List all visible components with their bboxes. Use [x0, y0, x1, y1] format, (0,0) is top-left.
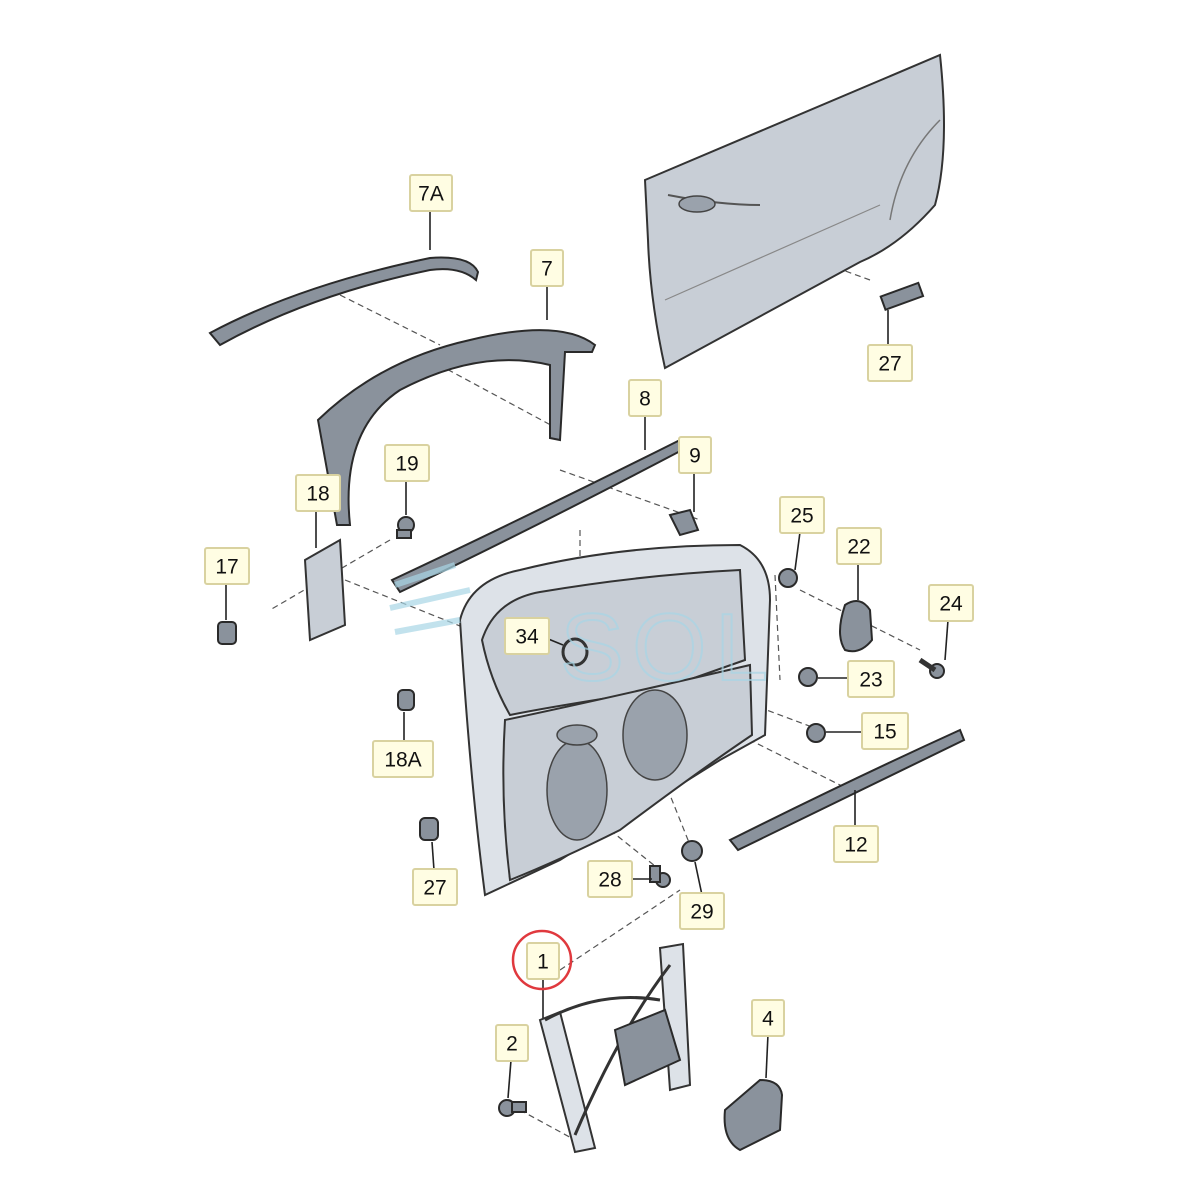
svg-text:2: 2 [506, 1033, 518, 1056]
callout-27-top: 27 [867, 344, 913, 382]
svg-text:7A: 7A [418, 183, 444, 206]
svg-text:34: 34 [515, 626, 539, 649]
svg-text:7: 7 [541, 258, 553, 281]
grommet-25 [778, 568, 798, 588]
pillar-trim-18 [303, 538, 347, 642]
svg-text:19: 19 [395, 453, 418, 476]
regulator-motor-4 [723, 1078, 784, 1152]
door-outer-panel [643, 53, 945, 370]
leader-lines [225, 212, 949, 1099]
callout-34: 34 [504, 617, 550, 655]
svg-text:12: 12 [844, 834, 867, 857]
callout-29: 29 [679, 892, 725, 930]
callout-18: 18 [295, 474, 341, 512]
highlight-circle [511, 929, 573, 991]
callout-27-bottom: 27 [412, 868, 458, 906]
trim-piece-27-top [879, 281, 925, 312]
callout-12: 12 [833, 825, 879, 863]
svg-text:28: 28 [598, 869, 621, 892]
svg-text:4: 4 [762, 1008, 774, 1031]
lower-seal-strip-12 [728, 728, 966, 852]
callout-7: 7 [530, 249, 564, 287]
callout-7a: 7A [409, 174, 453, 212]
svg-text:18: 18 [306, 483, 329, 506]
callout-1: 1 [526, 942, 560, 980]
window-trim-strip-7a [208, 256, 480, 347]
svg-text:17: 17 [215, 556, 238, 579]
svg-text:29: 29 [690, 901, 713, 924]
window-frame-seal-7 [316, 329, 597, 526]
watermark: SOL [389, 562, 776, 702]
window-regulator-1 [538, 942, 692, 1154]
clip-18a [397, 689, 415, 711]
callout-17: 17 [204, 547, 250, 585]
clip-17 [217, 621, 237, 645]
svg-text:27: 27 [878, 353, 901, 376]
svg-text:25: 25 [790, 505, 813, 528]
callout-9: 9 [678, 436, 712, 474]
grommet-29 [681, 840, 703, 862]
callout-23: 23 [847, 660, 895, 698]
svg-text:SOL: SOL [560, 594, 776, 701]
bolt-24 [918, 657, 945, 679]
callout-15: 15 [861, 712, 909, 750]
callout-22: 22 [836, 527, 882, 565]
svg-text:18A: 18A [384, 749, 421, 772]
callout-28: 28 [587, 860, 633, 898]
callout-2: 2 [495, 1024, 529, 1062]
svg-text:22: 22 [847, 536, 870, 559]
svg-text:15: 15 [873, 721, 896, 744]
screw-2 [498, 1099, 527, 1117]
cap-27-bottom [419, 817, 439, 841]
clip-9 [668, 508, 700, 537]
svg-text:23: 23 [859, 669, 882, 692]
clip-23 [798, 667, 818, 687]
svg-text:8: 8 [639, 388, 651, 411]
callout-4: 4 [751, 999, 785, 1037]
callout-25: 25 [779, 496, 825, 534]
svg-text:27: 27 [423, 877, 446, 900]
screw-19 [396, 516, 415, 539]
callout-8: 8 [628, 379, 662, 417]
callout-18a: 18A [372, 740, 434, 778]
grommet-34 [561, 637, 589, 667]
svg-text:1: 1 [537, 951, 549, 974]
screw-28 [649, 865, 671, 888]
bracket-22 [839, 600, 874, 653]
svg-text:24: 24 [939, 593, 963, 616]
callout-24: 24 [928, 584, 974, 622]
callout-19: 19 [384, 444, 430, 482]
svg-text:9: 9 [689, 445, 701, 468]
clip-15 [806, 723, 826, 743]
